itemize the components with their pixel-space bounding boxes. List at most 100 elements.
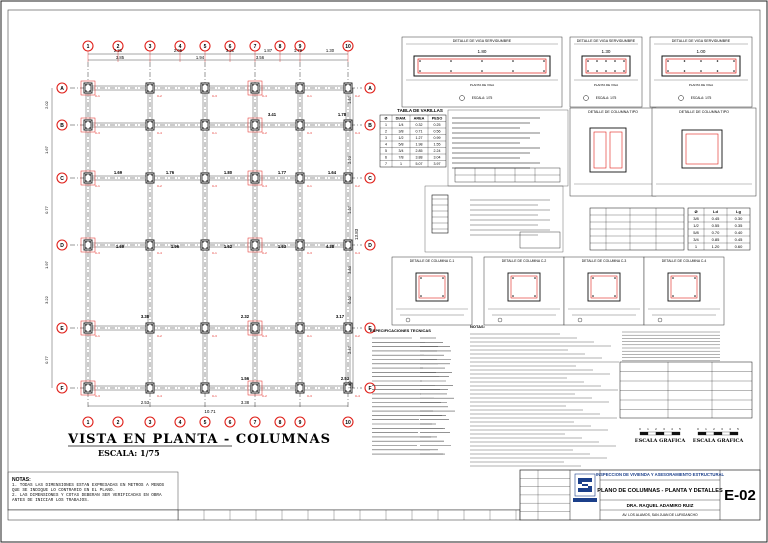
axis-label-bottom: 7 [254, 420, 257, 426]
dim-text-top-2: 3.85 [116, 55, 125, 60]
rebar-dot [147, 390, 149, 392]
column-section: C-1 [200, 382, 217, 398]
column-stirrup [147, 121, 153, 129]
dim-text-top-2: 1.94 [196, 55, 205, 60]
beam-rebar [614, 70, 616, 72]
column-outline [343, 239, 353, 251]
column-tag: C-2 [157, 94, 162, 98]
column-section: C-1 [80, 80, 100, 98]
beam-rebar [623, 70, 625, 72]
axis-label-right: D [368, 243, 372, 249]
rebar-table-title: TABLA DE VARILLAS [397, 108, 443, 113]
rebar-dot [534, 295, 536, 297]
rebar-dot [297, 247, 299, 249]
dim-text-row: 1.56 [241, 376, 250, 381]
rebar-dot [202, 390, 204, 392]
column-detail: DETALLE DE COLUMNA C-4 [643, 256, 725, 326]
rebar-dot [89, 90, 91, 92]
anchor-table-header: Ø [694, 209, 697, 214]
column-stirrup [252, 384, 258, 392]
detail-title: DETALLE DE COLUMNA C-4 [662, 259, 707, 263]
dim-text-row: 2.53 [341, 376, 350, 381]
rebar-table-cell: 1.27 [416, 136, 423, 140]
rebar-table-cell: 3 [385, 136, 387, 140]
rebar-dot [297, 121, 299, 123]
column-stirrup [297, 174, 303, 182]
column-stirrup [345, 121, 351, 129]
column-stirrup [252, 324, 258, 332]
anchor-table-cell: 5/8 [693, 230, 699, 235]
beam-rebar [623, 60, 625, 62]
rebar-dot [202, 247, 204, 249]
axis-label-left: F [60, 386, 63, 392]
column-outline [145, 382, 155, 394]
column-tag: C-1 [307, 184, 312, 188]
rebar-dot [147, 384, 149, 386]
detail-callout [405, 317, 411, 323]
rebar-dot [256, 384, 258, 386]
column-outline [83, 322, 93, 334]
rebar-dot [85, 180, 87, 182]
rebar-dot [301, 174, 303, 176]
rebar-dot [151, 390, 153, 392]
rebar-dot [349, 324, 351, 326]
axis-bubble-right [364, 239, 376, 251]
column-outline [250, 322, 260, 334]
rebar-dot [256, 241, 258, 243]
column-tag: C-3 [95, 131, 100, 135]
dim-text-top: 1.79 [294, 48, 303, 53]
column-tag: C-1 [212, 131, 217, 135]
anchor-table-cell: 3/4 [693, 237, 699, 242]
rebar-dot [345, 247, 347, 249]
rebar-dot [297, 330, 299, 332]
axis-bubble-right [364, 82, 376, 94]
column-tag: C-4 [157, 131, 162, 135]
dim-text-bottom: 10.71 [204, 409, 216, 414]
rebar-table-cell: 7/8 [399, 156, 404, 160]
axis-bubble-bottom [82, 416, 94, 428]
column-section: C-4 [343, 119, 360, 135]
column-tag: C-3 [307, 131, 312, 135]
anchor-table-cell: 0.60 [735, 244, 744, 249]
axis-label-top: 7 [254, 44, 257, 50]
rebar-dot [206, 247, 208, 249]
axis-label-top: 4 [179, 44, 182, 50]
rebar-dot [147, 174, 149, 176]
scale-tick: 4 [729, 427, 731, 431]
scale-segment [713, 431, 723, 436]
dim-text-row: 1.78 [338, 112, 347, 117]
axis-bubble-bottom [199, 416, 211, 428]
rebar-dot [151, 84, 153, 86]
column-section: C-1 [295, 82, 312, 98]
column-section: C-4 [145, 119, 162, 135]
rebar-dot [297, 127, 299, 129]
detail-title: DETALLE DE COLUMNA TIPO [588, 110, 638, 114]
rebar-dot [252, 180, 254, 182]
dim-text-row: 1.77 [278, 170, 287, 175]
detail-note: PLANTA DE VIGA [689, 83, 713, 87]
column-section: C-3 [295, 239, 312, 255]
rebar-dot [202, 121, 204, 123]
axis-bubble-bottom [112, 416, 124, 428]
detail-frame [391, 256, 473, 326]
rebar-table-header: AREA [414, 117, 425, 121]
rebar-dot [252, 241, 254, 243]
column-tag: C-1 [95, 334, 100, 338]
rebar-dot [349, 330, 351, 332]
dim-text-row: 3.41 [268, 112, 277, 117]
column-tag: C-3 [95, 394, 100, 398]
beam-rebar [450, 60, 452, 62]
column-section: C-2 [247, 237, 267, 255]
revision-strip [7, 509, 521, 521]
beam-rebar [596, 60, 598, 62]
axis-label-bottom: 3 [149, 420, 152, 426]
dim-text-row: 4.38 [326, 244, 335, 249]
rebar-dot [85, 121, 87, 123]
notes-heading: NOTAS: [470, 324, 485, 329]
axis-label-bottom: 8 [279, 420, 282, 426]
stirrup [670, 275, 698, 299]
column-tag-box [80, 80, 96, 96]
rebar-dot [202, 90, 204, 92]
